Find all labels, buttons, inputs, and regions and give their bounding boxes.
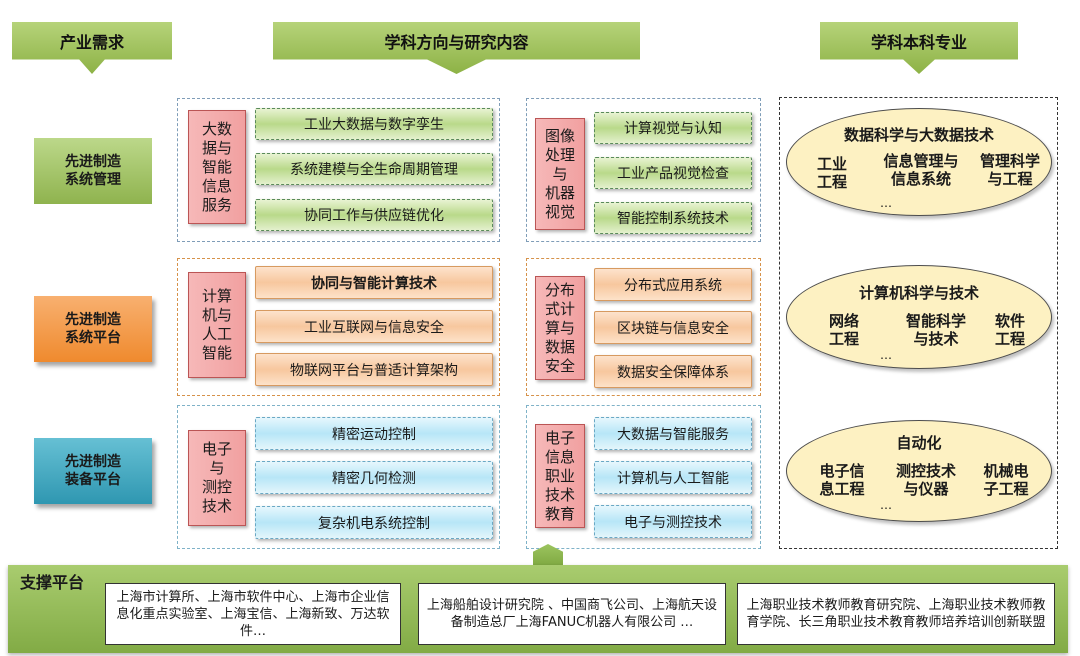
research-item: 物联网平台与普适计算架构 [255,353,493,386]
support-title: 支撑平台 [20,573,85,592]
demand-equipment-platform: 先进制造 装备平台 [34,438,152,504]
major-label: 电子信 息工程 [819,462,865,498]
research-item: 工业大数据与数字孪生 [255,108,493,140]
research-item: 精密运动控制 [255,417,493,450]
research-item: 协同工作与供应链优化 [255,199,493,231]
research-item: 系统建模与全生命周期管理 [255,153,493,185]
major-label: 管理科学 与工程 [979,152,1040,188]
major-label: 网络 工程 [828,312,859,348]
more-indicator: … [880,498,892,512]
direction-group-vocational [526,405,761,549]
discipline-title: 自动化 [896,434,942,452]
direction-group-bigdata [177,98,500,242]
research-item: 分布式应用系统 [594,268,752,301]
direction-label-electronics: 电子 与 测控 技术 [188,430,246,526]
major-label: 智能科学 与技术 [905,312,966,348]
research-item: 区块链与信息安全 [594,311,752,344]
discipline-ellipse [786,420,1052,522]
direction-label-ai: 计算 机与 人工 智能 [188,272,246,378]
header-industry: 产业需求 [12,22,172,74]
disciplines-panel [779,97,1058,549]
research-item: 工业产品视觉检查 [594,157,752,189]
major-label: 信息管理与 信息系统 [883,152,959,188]
direction-group-ai [177,258,500,396]
more-indicator: … [880,196,892,210]
research-item: 计算视觉与认知 [594,112,752,144]
research-item: 精密几何检测 [255,461,493,494]
header-research: 学科方向与研究内容 [273,22,640,74]
major-label: 机械电 子工程 [983,462,1029,498]
discipline-ellipse [786,265,1052,369]
research-item: 协同与智能计算技术 [255,266,493,299]
support-box-industry: 上海船舶设计研究院 、中国商飞公司、上海航天设备制造总厂上海FANUC机器人有限… [418,583,726,645]
research-item: 计算机与人工智能 [594,461,752,494]
direction-label-distributed: 分布 式计 算与 数据 安全 [535,276,585,380]
direction-group-electronics [177,405,500,549]
major-label: 软件 工程 [994,312,1025,348]
major-label: 测控技术 与仪器 [895,462,956,498]
direction-label-bigdata: 大数 据与 智能 信息 服务 [188,110,246,224]
research-item: 数据安全保障体系 [594,355,752,388]
direction-label-vocational: 电子 信息 职业 技术 教育 [535,424,585,528]
header-majors: 学科本科专业 [820,22,1018,74]
discipline-title: 数据科学与大数据技术 [843,126,994,144]
research-item: 电子与测控技术 [594,505,752,538]
direction-label-vision: 图像 处理 与 机器 视觉 [535,118,585,230]
demand-system-management: 先进制造 系统管理 [34,138,152,204]
direction-group-distributed [526,258,761,396]
more-indicator: … [880,348,892,362]
research-item: 智能控制系统技术 [594,202,752,234]
support-box-local: 上海市计算所、上海市软件中心、上海市企业信息化重点实验室、上海宝信、上海新致、万… [105,583,401,645]
discipline-ellipse [786,108,1052,216]
discipline-title: 计算机科学与技术 [858,284,979,302]
direction-group-vision [526,98,761,242]
research-item: 大数据与智能服务 [594,417,752,450]
support-box-education: 上海职业技术教师教育研究院、上海职业技术教师教育学院、长三角职业技术教育教师培养… [737,583,1055,645]
research-item: 工业互联网与信息安全 [255,310,493,343]
major-label: 工业 工程 [816,155,847,191]
research-item: 复杂机电系统控制 [255,506,493,539]
demand-system-platform: 先进制造 系统平台 [34,296,152,362]
